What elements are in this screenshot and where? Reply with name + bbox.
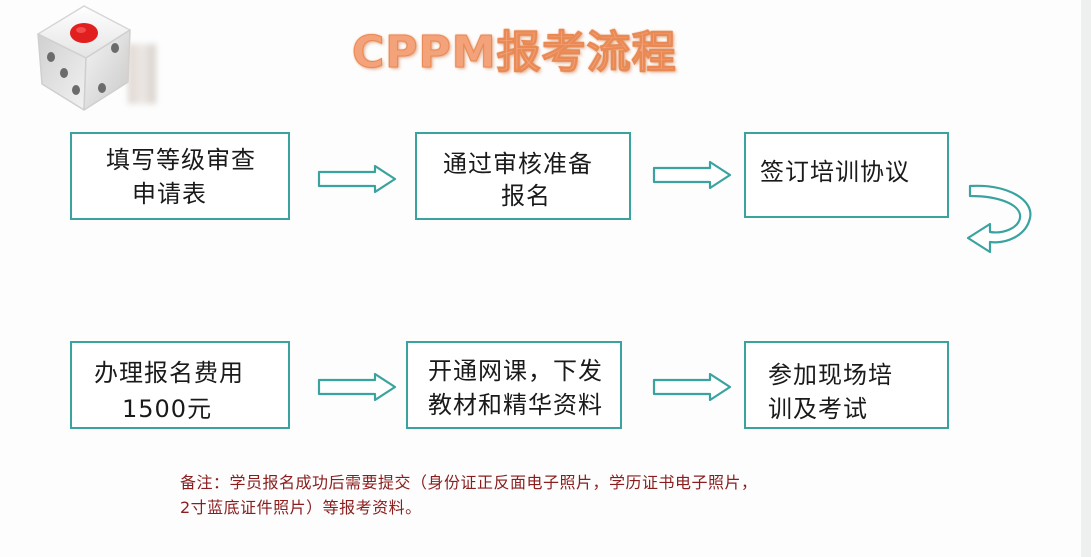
step-2-line-2: 报名 [501,182,551,210]
arrow-right-icon [317,372,397,402]
step-1-line-2: 申请表 [132,180,207,208]
step-5-line-1: 开通网课，下发 [428,357,603,385]
note-line-2: 2寸蓝底证件照片）等报考资料。 [180,498,422,517]
arrow-right-icon [317,164,397,194]
dice-icon [37,5,131,111]
step-3-line-1: 签订培训协议 [760,158,910,186]
blurred-patch [128,44,156,104]
step-box-1: 填写等级审查 申请表 [70,132,290,220]
note-line-1: 备注：学员报名成功后需要提交（身份证正反面电子照片，学历证书电子照片， [180,473,758,492]
step-1-line-1: 填写等级审查 [106,146,256,174]
u-turn-arrow-icon [966,184,1032,254]
step-6-line-1: 参加现场培 [768,361,893,389]
page-title: CPPM报考流程 [352,27,677,79]
step-box-2: 通过审核准备 报名 [415,132,631,220]
step-box-4: 办理报名费用 1500元 [70,341,290,429]
arrow-right-icon [652,372,732,402]
step-4-line-2: 1500元 [122,395,213,423]
arrow-right-icon [652,160,732,190]
step-box-6: 参加现场培 训及考试 [744,341,949,429]
right-edge [1081,0,1091,557]
step-box-5: 开通网课，下发 教材和精华资料 [406,341,622,429]
step-5-line-2: 教材和精华资料 [428,391,603,419]
step-6-line-2: 训及考试 [768,395,868,423]
note-text: 备注：学员报名成功后需要提交（身份证正反面电子照片，学历证书电子照片， 2寸蓝底… [180,470,940,520]
step-box-3: 签订培训协议 [744,132,949,218]
step-2-line-1: 通过审核准备 [443,150,593,178]
step-4-line-1: 办理报名费用 [94,359,244,387]
